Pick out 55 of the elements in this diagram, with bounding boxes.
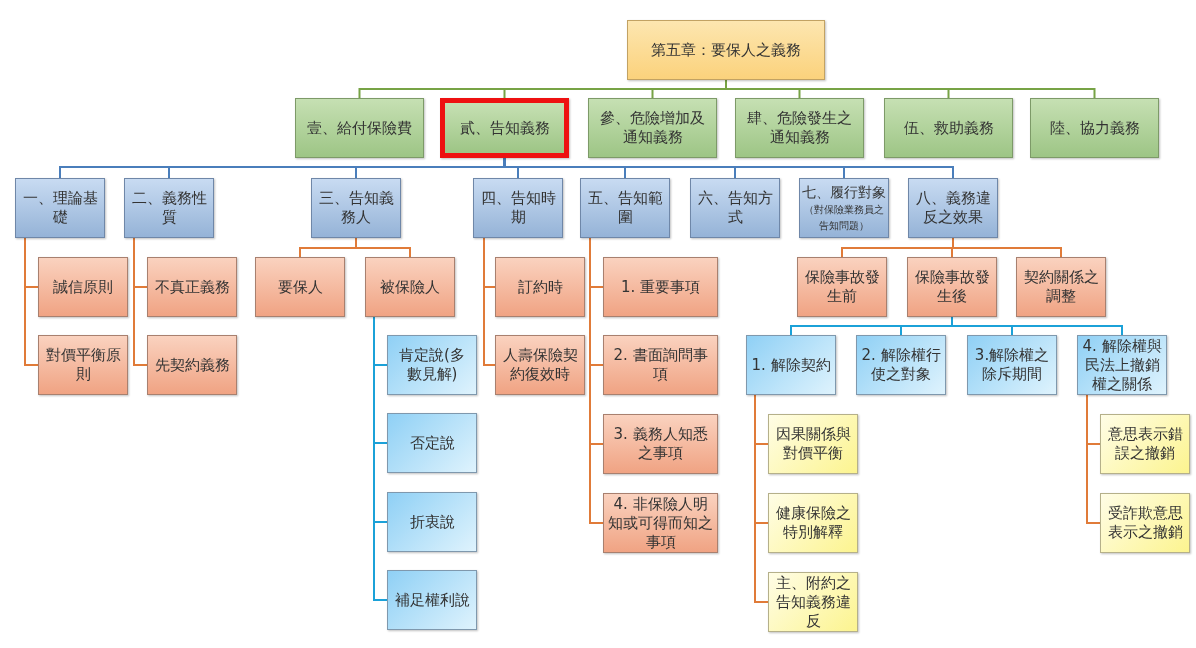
- section-box: 壹、給付保險費: [295, 98, 424, 158]
- connector-line: [355, 237, 411, 258]
- item-box: 保險事故發生前: [797, 257, 887, 317]
- item-box: 保險事故發生後: [907, 257, 997, 317]
- item-box: 先契約義務: [147, 335, 237, 395]
- item-box: 誠信原則: [38, 257, 128, 317]
- leaf-box: 受詐欺意思表示之撤銷: [1100, 493, 1190, 553]
- section-box: 肆、危險發生之通知義務: [735, 98, 864, 158]
- section-box: 參、危險增加及通知義務: [588, 98, 717, 158]
- item-box: 被保險人: [365, 257, 455, 317]
- connector-line: [483, 237, 496, 366]
- topic-box: 三、告知義務人: [311, 178, 401, 238]
- connector-line: [951, 316, 1123, 336]
- section-box: 陸、協力義務: [1030, 98, 1159, 158]
- topic-box: 一、理論基礎: [15, 178, 105, 238]
- connector-line: [754, 394, 769, 603]
- item-box: 對價平衡原則: [38, 335, 128, 395]
- leaf-box: 因果關係與對價平衡: [768, 414, 858, 474]
- subitem-box: 3.解除權之除斥期間: [967, 335, 1057, 395]
- topic-box: 八、義務違反之效果: [908, 178, 998, 238]
- item-box: 人壽保險契約復效時: [495, 335, 585, 395]
- connector-line: [1086, 394, 1101, 524]
- topic-box: 二、義務性質: [124, 178, 214, 238]
- leaf-box: 健康保險之特別解釋: [768, 493, 858, 553]
- highlighted-section-box: 貳、告知義務: [440, 98, 569, 158]
- item-box: 訂約時: [495, 257, 585, 317]
- connector-line: [373, 316, 388, 601]
- box-note: （對保險業務員之告知問題）: [804, 204, 884, 231]
- topic-box: 六、告知方式: [690, 178, 780, 238]
- topic-box: [799, 178, 889, 238]
- leaf-box: 主、附約之告知義務違反: [768, 572, 858, 632]
- subitem-box: 折衷說: [387, 492, 477, 552]
- topic-box: 五、告知範圍: [580, 178, 670, 238]
- item-box: 要保人: [255, 257, 345, 317]
- connector-line: [133, 237, 148, 366]
- connector-line: [952, 237, 1062, 258]
- box-heading: 七、履行對象: [802, 184, 886, 200]
- item-box: 2. 書面詢問事項: [603, 335, 718, 395]
- subitem-box: 肯定說(多數見解): [387, 335, 477, 395]
- connector-line: [589, 237, 604, 524]
- topic-box: 四、告知時期: [473, 178, 563, 238]
- item-box: 1. 重要事項: [603, 257, 718, 317]
- subitem-box: 2. 解除權行使之對象: [856, 335, 946, 395]
- chapter-box: 第五章：要保人之義務: [627, 20, 825, 80]
- leaf-box: 意思表示錯誤之撤銷: [1100, 414, 1190, 474]
- item-box: 不真正義務: [147, 257, 237, 317]
- item-box: 4. 非保險人明知或可得而知之事項: [603, 493, 718, 553]
- connector-line: [24, 237, 39, 366]
- subitem-box: 4. 解除權與民法上撤銷權之關係: [1077, 335, 1167, 395]
- subitem-box: 1. 解除契約: [746, 335, 836, 395]
- subitem-box: 補足權利說: [387, 570, 477, 630]
- item-box: 3. 義務人知悉之事項: [603, 414, 718, 474]
- item-box: 契約關係之調整: [1016, 257, 1106, 317]
- section-box: 伍、救助義務: [884, 98, 1013, 158]
- subitem-box: 否定說: [387, 413, 477, 473]
